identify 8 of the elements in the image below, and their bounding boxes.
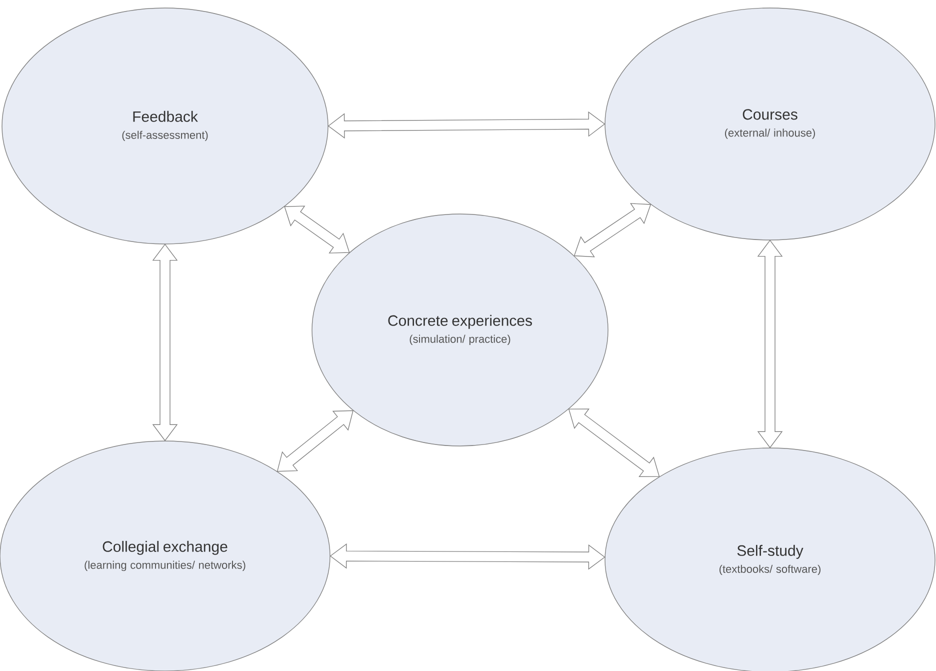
ellipse-node: Collegial exchange (learning communities/ networks) xyxy=(0,440,330,671)
double-arrow xyxy=(276,410,354,472)
double-arrow xyxy=(568,408,660,477)
double-arrow xyxy=(284,206,350,254)
ellipse-node: Concrete experiences (simulation/ practice) xyxy=(312,214,608,446)
ellipse-node: Courses (external/ inhouse) xyxy=(604,8,936,240)
ellipse-node: Self-study (textbooks/ software) xyxy=(604,448,936,671)
ellipse-node: Feedback (self-assessment) xyxy=(2,8,328,244)
